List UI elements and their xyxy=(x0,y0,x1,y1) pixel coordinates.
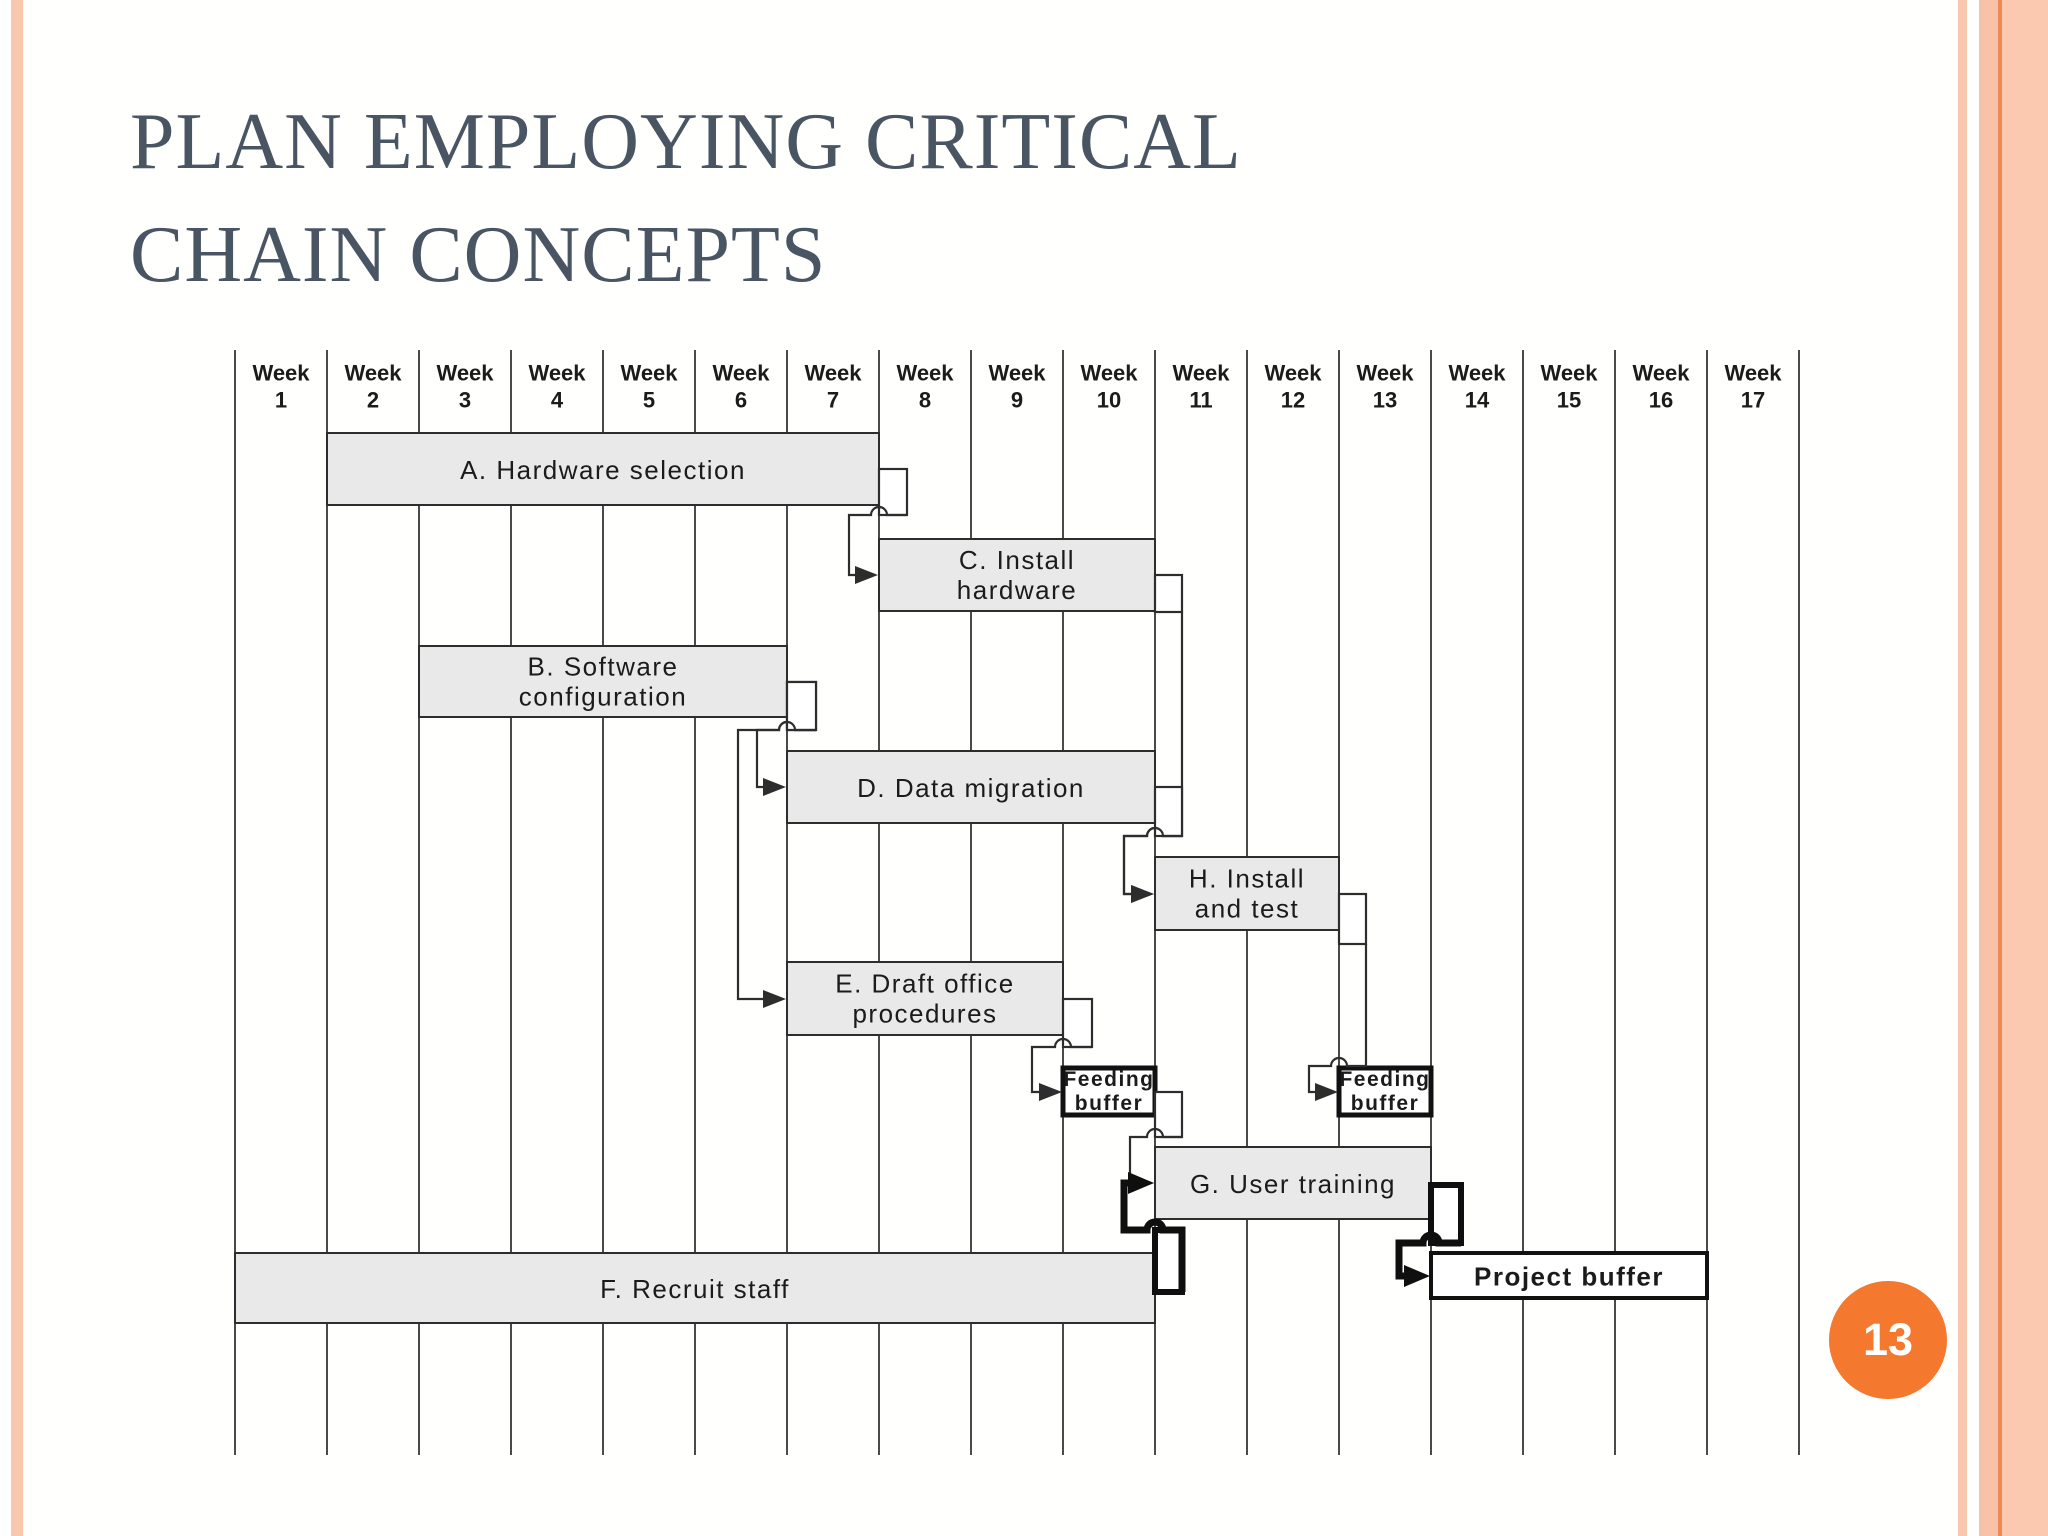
connector-tab-F-G xyxy=(1152,1227,1185,1295)
gantt-bar-label: H. Install xyxy=(1189,864,1305,894)
week-header-word: Week xyxy=(620,361,678,386)
gantt-bar-label: buffer xyxy=(1075,1092,1144,1115)
week-header-number: 13 xyxy=(1373,388,1397,413)
connector-arrowhead-G-PB xyxy=(1404,1265,1430,1287)
connector-line-H-FB2 xyxy=(1307,944,1368,1094)
connector-tab-H-FB2 xyxy=(1337,892,1368,946)
gantt-bar-FB2 xyxy=(1336,1065,1434,1118)
right-border-stripe-thin xyxy=(1958,0,1967,1536)
gantt-bar-label: A. Hardware selection xyxy=(460,455,746,485)
week-header-word: Week xyxy=(712,361,770,386)
week-header-word: Week xyxy=(1172,361,1230,386)
week-header-word: Week xyxy=(252,361,310,386)
gantt-bar-A xyxy=(326,432,880,506)
week-header-word: Week xyxy=(1724,361,1782,386)
week-header-number: 16 xyxy=(1649,388,1673,413)
gantt-bar-label: E. Draft office xyxy=(835,969,1015,999)
connector-line-G-PB xyxy=(1395,1231,1461,1280)
connector-arrowhead-H-FB2 xyxy=(1315,1083,1338,1101)
slide-title-line2: CHAIN CONCEPTS xyxy=(130,211,827,299)
week-header-number: 9 xyxy=(1011,388,1023,413)
gantt-bar-label: Feeding xyxy=(1063,1068,1154,1091)
gantt-bar-label: buffer xyxy=(1351,1092,1420,1115)
week-header-number: 17 xyxy=(1741,388,1765,413)
gantt-bar-G xyxy=(1154,1146,1432,1220)
connector-line-A-C xyxy=(847,505,907,577)
week-header-number: 15 xyxy=(1557,388,1581,413)
connector-line-E-FB1 xyxy=(1030,1037,1092,1094)
week-header-number: 4 xyxy=(551,388,564,413)
week-header-number: 6 xyxy=(735,388,747,413)
week-header-number: 11 xyxy=(1189,388,1212,413)
connector-arrowhead-E-FB1 xyxy=(1039,1083,1062,1101)
page-number: 13 xyxy=(1862,1314,1914,1365)
week-header-word: Week xyxy=(344,361,402,386)
week-header-number: 8 xyxy=(919,388,931,413)
week-header-word: Week xyxy=(1356,361,1414,386)
slide-title-line1: PLAN EMPLOYING CRITICAL xyxy=(130,98,1242,186)
week-header-number: 1 xyxy=(275,388,287,413)
connector-line-FB1-G xyxy=(1128,1127,1182,1185)
connector-arrowhead-F-G xyxy=(1128,1172,1154,1194)
right-border-orange-line xyxy=(1998,0,2002,1536)
week-header-number: 12 xyxy=(1281,388,1305,413)
week-header-word: Week xyxy=(1540,361,1598,386)
gantt-bar-label: configuration xyxy=(519,682,687,712)
connector-tab-D-H xyxy=(1153,785,1184,838)
connector-arrowhead-D-H xyxy=(1131,885,1154,903)
gantt-bar-label: G. User training xyxy=(1190,1169,1396,1199)
week-header-word: Week xyxy=(896,361,954,386)
week-header-word: Week xyxy=(1080,361,1138,386)
gantt-bar-F xyxy=(234,1252,1156,1324)
week-header-number: 7 xyxy=(827,388,839,413)
week-header-number: 14 xyxy=(1465,388,1490,413)
connector-line-F-G xyxy=(1120,1179,1186,1292)
connector-line-B-E xyxy=(736,720,816,1001)
gantt-bar-label: Project buffer xyxy=(1474,1262,1664,1292)
week-header-word: Week xyxy=(436,361,494,386)
week-header-word: Week xyxy=(1448,361,1506,386)
gantt-bar-PB xyxy=(1429,1251,1709,1300)
gantt-bar-label: and test xyxy=(1195,894,1300,924)
right-border-stripe-wide xyxy=(2002,0,2048,1536)
week-header-word: Week xyxy=(1632,361,1690,386)
connector-tab-C-H xyxy=(1153,573,1184,614)
gantt-bar-label: procedures xyxy=(852,999,997,1029)
gantt-bar-label: B. Software xyxy=(528,652,679,682)
connector-arrowhead-B-E xyxy=(763,990,786,1008)
week-header-word: Week xyxy=(988,361,1046,386)
week-header-number: 5 xyxy=(643,388,655,413)
slide-title: PLAN EMPLOYING CRITICAL CHAIN CONCEPTS xyxy=(130,86,1242,312)
week-header-word: Week xyxy=(1264,361,1322,386)
week-header-word: Week xyxy=(804,361,862,386)
week-header-word: Week xyxy=(528,361,586,386)
right-border-stripe-mid xyxy=(1979,0,1998,1536)
gantt-bar-label: hardware xyxy=(957,575,1077,605)
week-header-number: 2 xyxy=(367,388,379,413)
gantt-bar-label: D. Data migration xyxy=(857,773,1085,803)
gantt-bar-B xyxy=(418,645,788,718)
connector-arrowhead-B-D xyxy=(763,778,786,796)
week-header-number: 3 xyxy=(459,388,471,413)
gantt-bar-label: Feeding xyxy=(1339,1068,1430,1091)
gantt-bar-H xyxy=(1154,856,1340,931)
page-number-badge: 13 xyxy=(1829,1281,1947,1399)
week-header-number: 10 xyxy=(1097,388,1121,413)
left-border-stripe xyxy=(11,0,23,1536)
gantt-bar-label: C. Install xyxy=(959,545,1075,575)
connector-line-D-H xyxy=(1122,826,1182,896)
gantt-bar-label: F. Recruit staff xyxy=(600,1274,790,1304)
connector-arrowhead-A-C xyxy=(855,566,878,584)
